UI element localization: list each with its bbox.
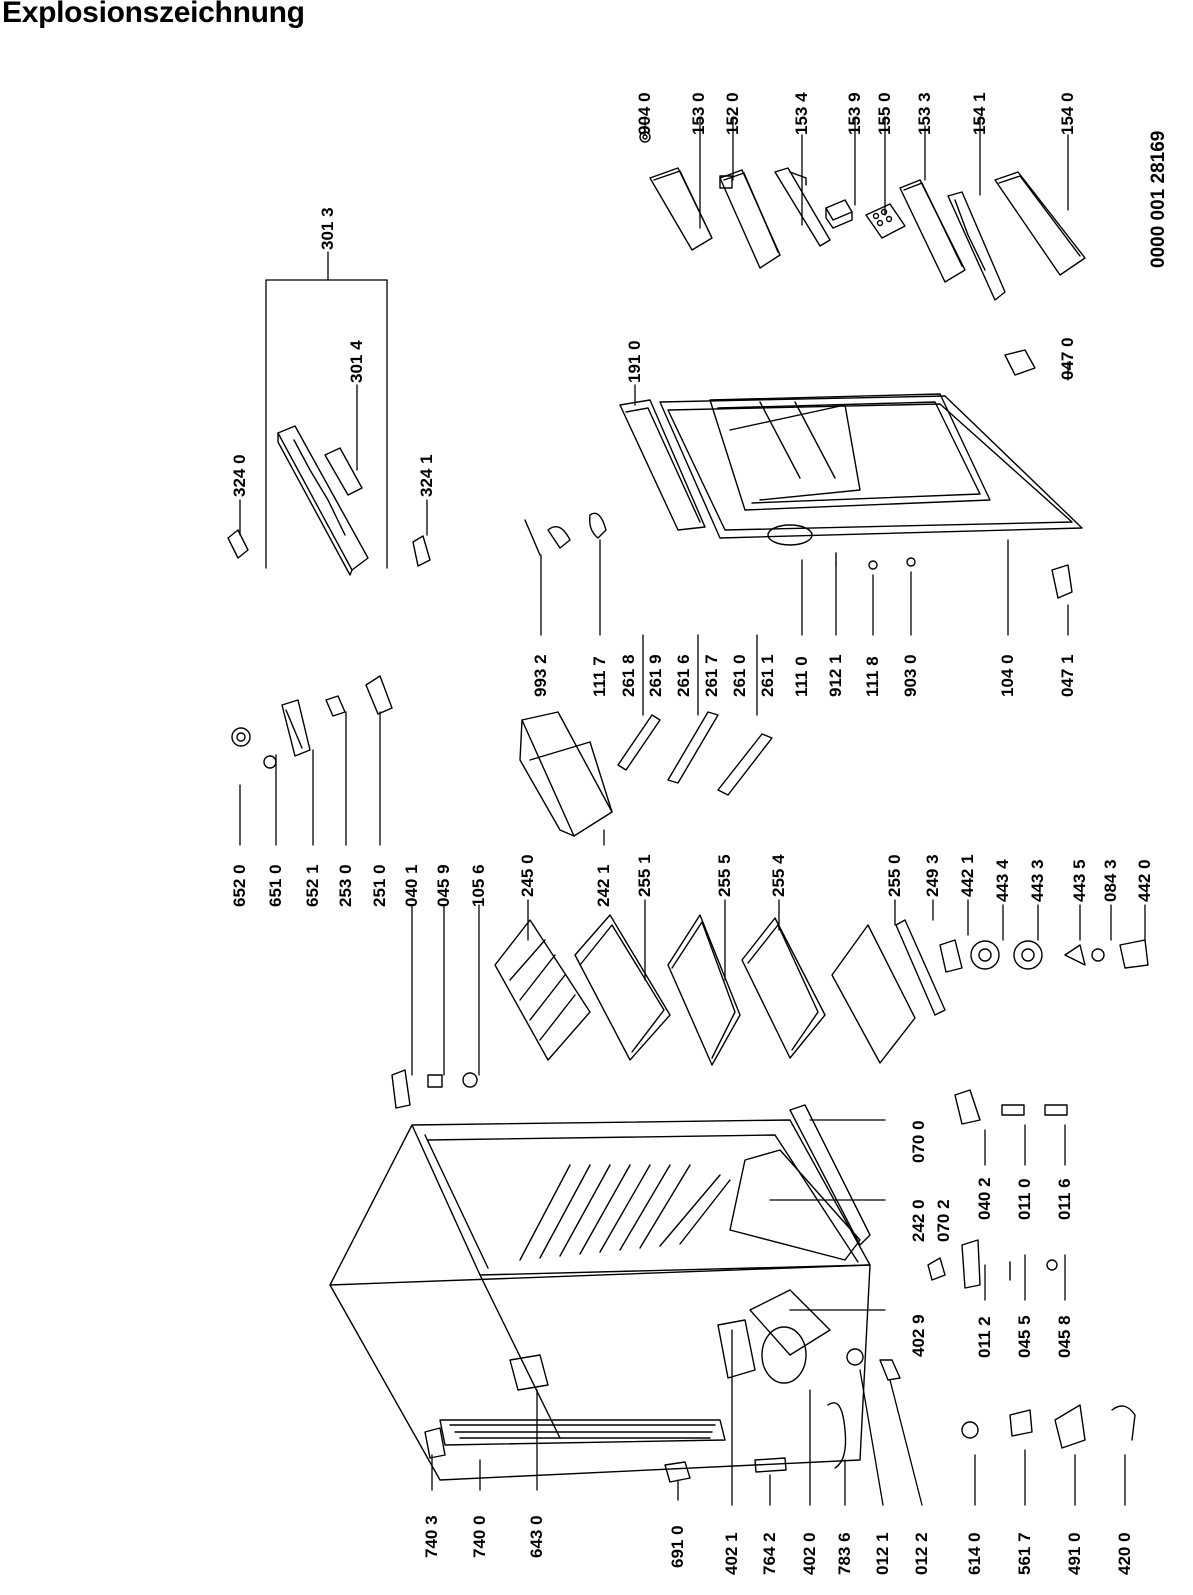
leader-lines bbox=[240, 117, 1145, 1505]
part-label: 443 4 bbox=[993, 859, 1012, 902]
part-label: 491 0 bbox=[1065, 1532, 1084, 1575]
part-label: 111 8 bbox=[863, 656, 882, 697]
part-label: 912 1 bbox=[826, 654, 845, 697]
part-label: 012 2 bbox=[912, 1532, 931, 1575]
part-label: 253 0 bbox=[336, 864, 355, 907]
part-label: 783 6 bbox=[835, 1532, 854, 1575]
part-label: 153 0 bbox=[689, 92, 708, 135]
part-label: 245 0 bbox=[518, 854, 537, 897]
part-label: 040 2 bbox=[975, 1177, 994, 1220]
part-label: 651 0 bbox=[266, 864, 285, 907]
part-label: 402 1 bbox=[722, 1532, 741, 1575]
part-label: 011 2 bbox=[975, 1316, 994, 1358]
part-label: 324 1 bbox=[417, 454, 436, 497]
part-label: 261 7 bbox=[702, 654, 721, 697]
part-label: 255 5 bbox=[715, 854, 734, 897]
part-label: 047 0 bbox=[1058, 337, 1077, 380]
part-label: 420 0 bbox=[1115, 1532, 1134, 1575]
part-label: 249 3 bbox=[923, 854, 942, 897]
part-label: 255 0 bbox=[885, 854, 904, 897]
part-label: 045 5 bbox=[1015, 1315, 1034, 1358]
drawers-and-shelves bbox=[392, 712, 1148, 1108]
part-label: 652 0 bbox=[230, 864, 249, 907]
door-assembly bbox=[525, 350, 1082, 598]
part-label: 904 0 bbox=[635, 92, 654, 135]
part-label: 153 9 bbox=[845, 92, 864, 135]
part-label: 402 9 bbox=[909, 1314, 928, 1357]
part-label: 652 1 bbox=[303, 864, 322, 907]
part-label: 045 9 bbox=[434, 864, 453, 907]
part-label: 155 0 bbox=[875, 92, 894, 135]
part-label: 242 1 bbox=[594, 864, 613, 907]
part-label: 561 7 bbox=[1015, 1532, 1034, 1575]
part-label: 153 3 bbox=[915, 92, 934, 135]
part-label: 152 0 bbox=[723, 92, 742, 135]
part-label: 301 4 bbox=[347, 340, 366, 383]
part-label: 740 3 bbox=[422, 1515, 441, 1558]
part-label: 301 3 bbox=[318, 207, 337, 250]
part-label: 443 3 bbox=[1028, 859, 1047, 902]
part-label: 104 0 bbox=[998, 654, 1017, 697]
part-label: 691 0 bbox=[668, 1525, 687, 1568]
page-title: Explosionszeichnung bbox=[2, 0, 305, 29]
part-label: 045 8 bbox=[1055, 1315, 1074, 1358]
part-label: 040 1 bbox=[402, 864, 421, 907]
part-label: 261 1 bbox=[758, 654, 777, 697]
door-shelves bbox=[640, 132, 1085, 300]
part-label: 614 0 bbox=[965, 1532, 984, 1575]
part-label: 084 3 bbox=[1101, 859, 1120, 902]
part-label: 111 0 bbox=[792, 656, 811, 697]
part-label: 154 0 bbox=[1058, 92, 1077, 135]
part-label: 764 2 bbox=[760, 1532, 779, 1575]
part-label: 443 5 bbox=[1070, 859, 1089, 902]
part-label: 402 0 bbox=[800, 1532, 819, 1575]
part-label: 011 6 bbox=[1055, 1178, 1074, 1220]
part-label: 011 0 bbox=[1015, 1178, 1034, 1220]
part-label: 442 0 bbox=[1135, 859, 1154, 902]
part-label: 105 6 bbox=[469, 864, 488, 907]
part-label: 047 1 bbox=[1058, 654, 1077, 697]
part-label: 255 1 bbox=[635, 854, 654, 897]
part-label: 251 0 bbox=[370, 864, 389, 907]
part-label: 261 0 bbox=[730, 654, 749, 697]
part-label: 153 4 bbox=[792, 92, 811, 135]
top-cover-parts bbox=[228, 426, 430, 575]
part-label: 070 2 bbox=[934, 1199, 953, 1242]
part-label: 070 0 bbox=[909, 1120, 928, 1163]
part-label: 111 7 bbox=[590, 656, 609, 697]
control-parts bbox=[232, 676, 392, 768]
part-label: 261 9 bbox=[646, 654, 665, 697]
part-label: 012 1 bbox=[873, 1532, 892, 1575]
part-label: 154 1 bbox=[970, 92, 989, 135]
cabinet-body bbox=[330, 1090, 1135, 1482]
part-label: 255 4 bbox=[769, 854, 788, 897]
part-label: 324 0 bbox=[230, 454, 249, 497]
part-label: 643 0 bbox=[527, 1515, 546, 1558]
part-label: 993 2 bbox=[531, 654, 550, 697]
part-label: 442 1 bbox=[958, 854, 977, 897]
part-label: 261 8 bbox=[619, 654, 638, 697]
part-label: 242 0 bbox=[909, 1199, 928, 1242]
part-label: 740 0 bbox=[470, 1515, 489, 1558]
part-label: 261 6 bbox=[674, 654, 693, 697]
part-label: 191 0 bbox=[625, 340, 644, 383]
part-label: 903 0 bbox=[901, 654, 920, 697]
